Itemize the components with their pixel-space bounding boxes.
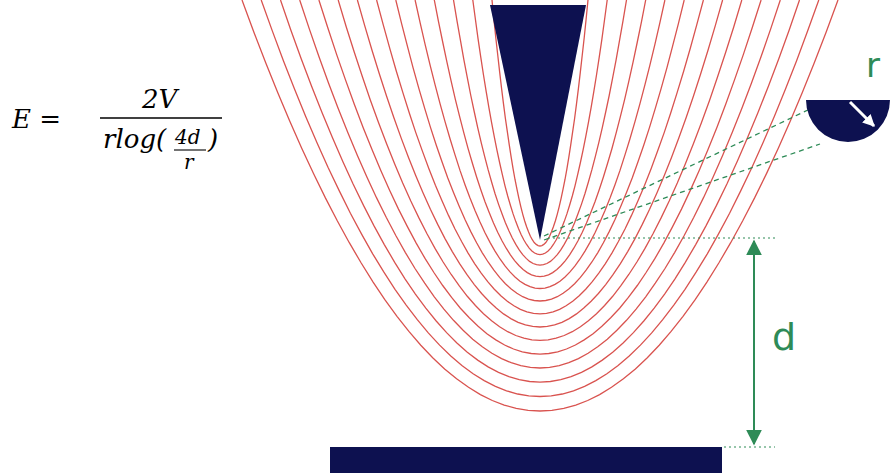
field-line: [281, 0, 800, 382]
field-line: [300, 0, 781, 368]
distance-arrow: [753, 241, 755, 444]
fraction-bar: [174, 149, 206, 150]
tip-radius-inset: [806, 100, 890, 142]
ground-plate: [330, 447, 722, 473]
formula-text: ): [208, 126, 218, 152]
zoom-line: [544, 108, 812, 236]
formula-text: 2V: [142, 86, 177, 112]
field-line: [434, 0, 645, 277]
formula-text: 4d: [175, 127, 201, 147]
field-line: [261, 0, 819, 397]
field-line: [473, 0, 607, 255]
radius-arrow: [850, 102, 874, 126]
distance-label: d: [772, 318, 796, 356]
dimension-guide: [724, 446, 775, 447]
probe-tip: [490, 5, 586, 240]
field-line: [357, 0, 722, 327]
field-line: [415, 0, 665, 289]
fraction-bar: [100, 117, 222, 118]
dimension-guide: [548, 237, 775, 238]
zoom-line: [544, 144, 820, 240]
field-line: [242, 0, 838, 411]
formula-text: E =: [12, 106, 61, 132]
formula-text: r: [184, 152, 194, 172]
formula-text: rlog(: [103, 126, 166, 152]
field-line: [454, 0, 627, 265]
radius-label: r: [866, 48, 880, 82]
field-line: [338, 0, 742, 340]
field-lines: [242, 0, 838, 411]
field-line: [377, 0, 704, 314]
